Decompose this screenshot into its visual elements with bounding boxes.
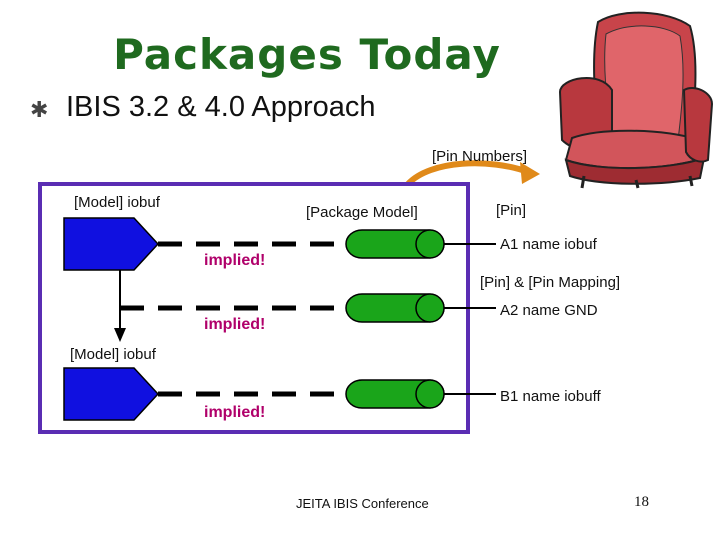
pin-leader-lines [444, 243, 496, 395]
model-bottom-label: [Model] iobuf [70, 346, 156, 363]
pin-row-1: A1 name iobuf [500, 236, 597, 253]
pin-row-3: B1 name iobuff [500, 388, 601, 405]
dashed-connections [120, 241, 350, 397]
page-number: 18 [634, 494, 649, 510]
slide-title: Packages Today [113, 30, 501, 79]
pin-2 [345, 293, 445, 323]
pin-numbers-arrow-icon [405, 160, 540, 187]
armchair-illustration [558, 11, 714, 189]
pin-label: [Pin] [496, 202, 527, 219]
bullet-text: IBIS 3.2 & 4.0 Approach [66, 91, 376, 123]
down-arrow-icon [114, 328, 126, 342]
implied-label-2: implied! [204, 316, 266, 333]
implied-label-1: implied! [204, 252, 266, 269]
model-top-label: [Model] iobuf [74, 194, 160, 211]
pin-row-2: A2 name GND [500, 302, 598, 319]
pin-mapping-label: [Pin] & [Pin Mapping] [480, 274, 621, 291]
buffer-block-bottom [63, 367, 160, 421]
pin-numbers-label: [Pin Numbers] [432, 148, 528, 165]
implied-label-3: implied! [204, 404, 266, 421]
package-model-label: [Package Model] [306, 204, 418, 221]
footer-conference: JEITA IBIS Conference [296, 496, 429, 511]
pin-1 [345, 229, 445, 259]
pin-3 [345, 379, 445, 409]
asterisk-bullet-icon: ✱ [30, 97, 49, 122]
buffer-block-top [63, 217, 160, 271]
